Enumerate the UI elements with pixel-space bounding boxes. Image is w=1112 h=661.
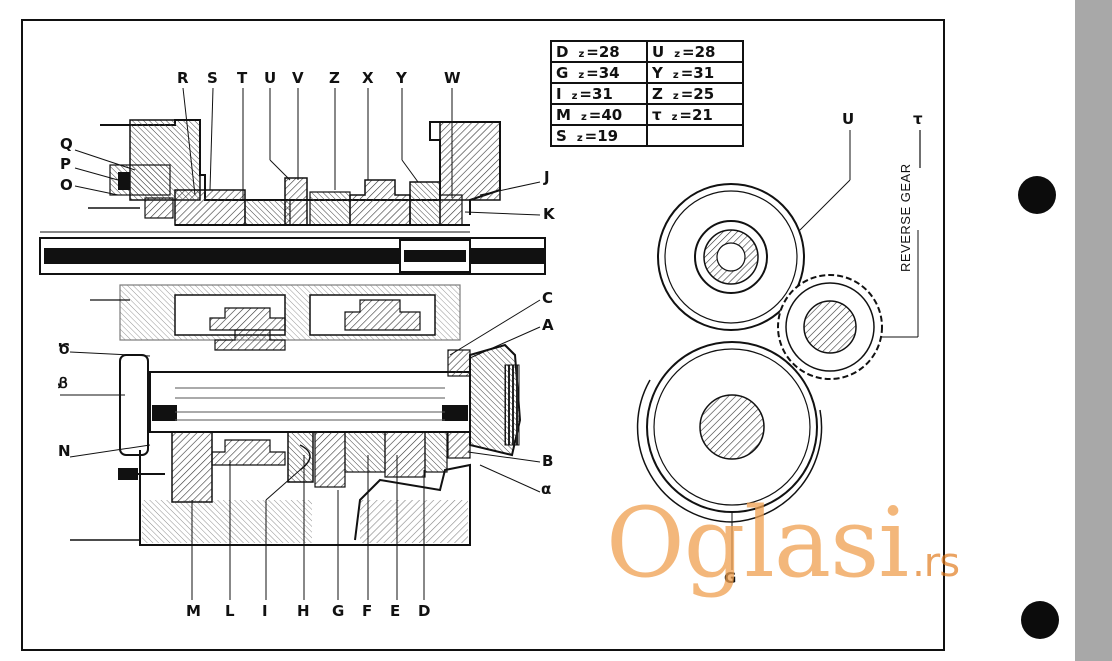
gear-s: [174, 189, 246, 226]
gear-f: [344, 431, 386, 473]
gear-h: [287, 431, 314, 483]
label-l: L: [225, 602, 235, 620]
label-m: M: [186, 602, 201, 620]
label-c: C: [542, 289, 554, 307]
label-j: J: [544, 168, 550, 186]
reverse-gear-diagram: [636, 130, 921, 570]
label-v: V: [292, 69, 304, 87]
label-f: F: [362, 602, 373, 620]
table-cell: [646, 124, 744, 147]
reverse-label-tau: τ: [913, 110, 923, 128]
synchro-x: [349, 179, 411, 226]
label-o: O: [60, 176, 73, 194]
reverse-label-u: U: [842, 110, 855, 128]
label-beta: Ᏸ: [58, 374, 68, 392]
label-h: H: [297, 602, 310, 620]
label-r: R: [177, 69, 189, 87]
label-e: E: [390, 602, 401, 620]
gear-u: [284, 177, 308, 226]
label-i: I: [262, 602, 268, 620]
output-shaft: [149, 371, 471, 433]
label-u: U: [264, 69, 277, 87]
gear-y: [409, 181, 441, 226]
label-d: D: [418, 602, 431, 620]
bearing-w: [439, 194, 463, 226]
gear-z: [309, 191, 351, 226]
watermark-logo: Oglasi.rs: [606, 487, 960, 599]
label-g: G: [332, 602, 345, 620]
reverse-gear-caption: REVERSE GEAR: [898, 163, 913, 272]
punch-hole-top: [1018, 176, 1056, 214]
gear-d: [424, 431, 448, 473]
gear-m: [171, 431, 213, 503]
reverse-label-g: G: [724, 569, 737, 587]
label-x: X: [362, 69, 374, 87]
label-y: Y: [396, 69, 407, 87]
grey-edge-strip: [1075, 0, 1112, 661]
punch-hole-bottom: [1021, 601, 1059, 639]
label-s: S: [207, 69, 218, 87]
label-n: N: [58, 442, 71, 460]
label-z: Z: [329, 69, 340, 87]
label-q: Q: [60, 135, 73, 153]
label-b: B: [542, 452, 554, 470]
label-w: W: [444, 69, 461, 87]
label-t: T: [237, 69, 248, 87]
label-a: A: [542, 316, 554, 334]
label-p: P: [60, 155, 71, 173]
label-k: K: [543, 205, 555, 223]
page-border: [21, 19, 945, 651]
label-alpha: α: [541, 480, 552, 498]
gear-g: [314, 431, 346, 488]
gear-e: [384, 431, 426, 478]
label-gamma: Ծ: [58, 340, 70, 358]
